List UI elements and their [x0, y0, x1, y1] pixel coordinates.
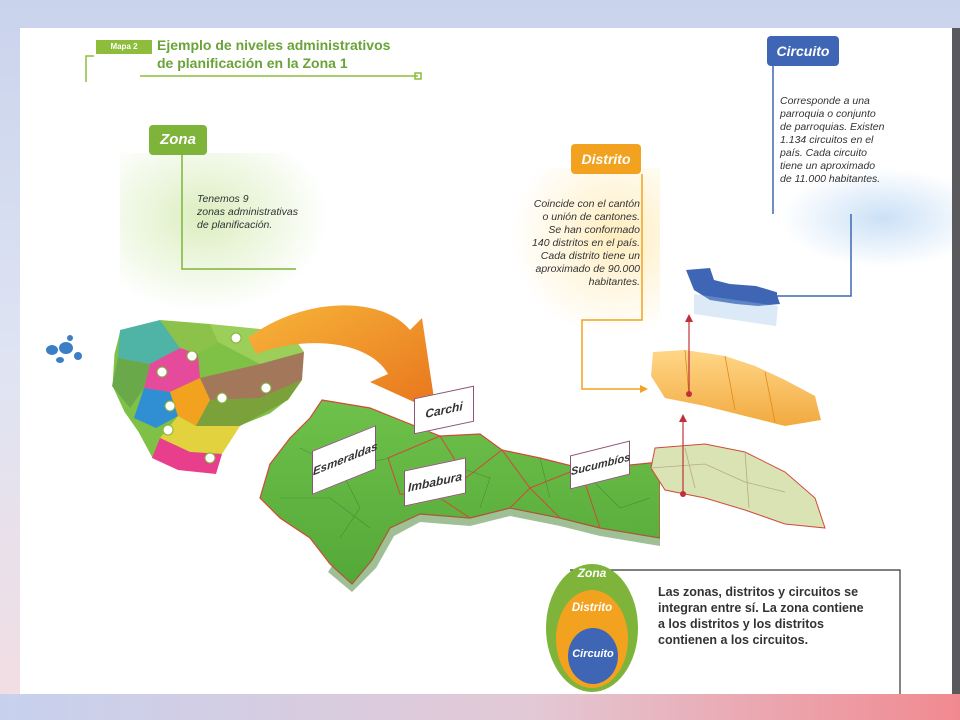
right-edge-bar [952, 28, 960, 694]
zona-label: Zona [149, 125, 207, 155]
legend-circuito-label: Circuito [572, 648, 614, 660]
distrito-glow [510, 168, 660, 338]
legend-zona-label: Zona [577, 566, 607, 580]
distrito-label: Distrito [571, 144, 641, 174]
galapagos-islands [46, 335, 82, 363]
page-title: Ejemplo de niveles administrativos de pl… [157, 36, 390, 72]
circuito-map [686, 268, 780, 326]
ecuador-zones-map [46, 319, 305, 475]
zoom-arrow [248, 305, 436, 412]
zona-glow [120, 153, 330, 313]
bottom-band [0, 694, 960, 720]
title-line-1: Ejemplo de niveles administrativos [157, 37, 391, 53]
red-connectors [679, 314, 693, 497]
title-line-2: de planificación en la Zona 1 [157, 55, 348, 71]
legend-frame [570, 569, 901, 694]
slide: Mapa 2 Ejemplo de niveles administrativo… [20, 28, 952, 694]
circuito-description: Corresponde a una parroquia o conjunto d… [780, 95, 885, 185]
distrito-connector [581, 174, 648, 393]
distrito-description: Coincide con el cantón o unión de canton… [532, 198, 640, 288]
distrito-map [651, 349, 821, 426]
zona-description: Tenemos 9 zonas administrativas de plani… [197, 193, 298, 231]
legend-circuito-circle [568, 628, 618, 684]
circuito-label: Circuito [767, 36, 839, 66]
district-highlight-map [650, 443, 826, 529]
circuito-glow [780, 168, 952, 268]
zona-connector [181, 155, 296, 270]
title-frame [85, 55, 422, 82]
legend-distrito-label: Distrito [571, 602, 613, 614]
map-number-tag: Mapa 2 [96, 40, 152, 54]
legend-description: Las zonas, distritos y circuitos se inte… [658, 585, 864, 647]
